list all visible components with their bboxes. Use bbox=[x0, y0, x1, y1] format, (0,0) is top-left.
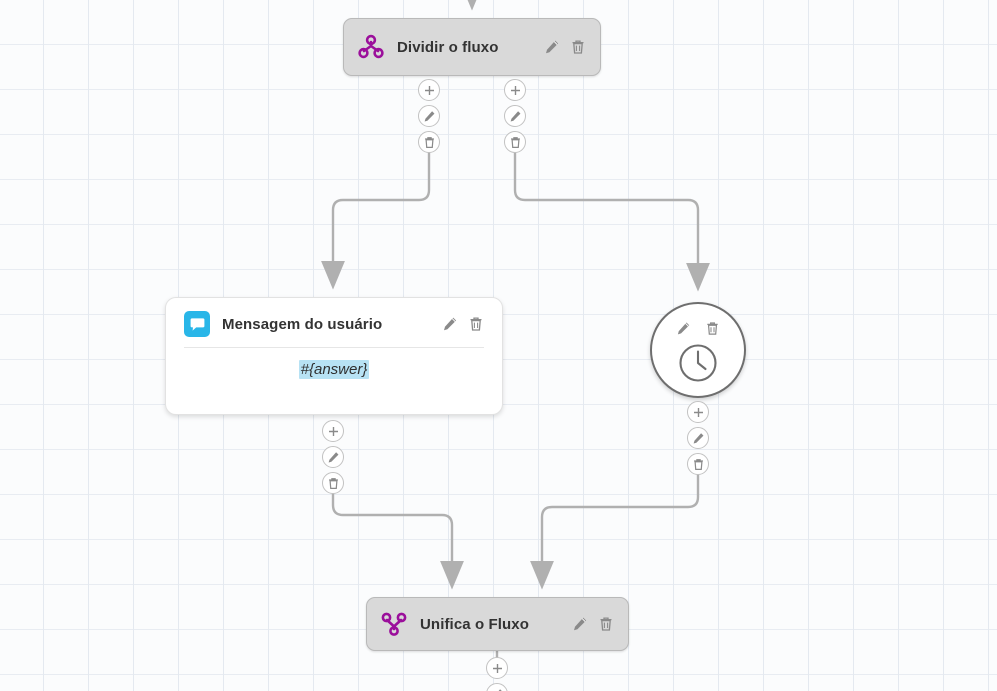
node-split-flow-actions bbox=[543, 39, 586, 56]
pencil-icon[interactable] bbox=[687, 427, 709, 449]
split-flow-icon bbox=[358, 34, 384, 60]
node-delay[interactable] bbox=[650, 302, 746, 398]
add-icon[interactable] bbox=[418, 79, 440, 101]
pencil-icon[interactable] bbox=[675, 320, 692, 337]
variable-chip: #{answer} bbox=[298, 360, 370, 379]
trash-icon[interactable] bbox=[687, 453, 709, 475]
node-user-message-actions bbox=[441, 316, 484, 333]
add-icon[interactable] bbox=[486, 657, 508, 679]
trash-icon[interactable] bbox=[569, 39, 586, 56]
node-user-message-body: #{answer} bbox=[166, 348, 502, 396]
node-delay-actions bbox=[675, 320, 721, 337]
node-merge-flow[interactable]: Unifica o Fluxo bbox=[366, 597, 629, 651]
node-merge-flow-title: Unifica o Fluxo bbox=[420, 615, 530, 633]
add-icon[interactable] bbox=[322, 420, 344, 442]
node-merge-flow-actions bbox=[571, 616, 614, 633]
chat-bubble-icon bbox=[184, 311, 210, 337]
node-user-message[interactable]: Mensagem do usuário bbox=[165, 297, 503, 415]
merge-flow-icon bbox=[381, 611, 407, 637]
pencil-icon[interactable] bbox=[543, 39, 560, 56]
trash-icon[interactable] bbox=[504, 131, 526, 153]
edge-split-to-message bbox=[321, 152, 431, 290]
pencil-icon[interactable] bbox=[486, 683, 508, 691]
divider bbox=[184, 347, 484, 348]
trash-icon[interactable] bbox=[418, 131, 440, 153]
trash-icon[interactable] bbox=[322, 472, 344, 494]
trash-icon[interactable] bbox=[467, 316, 484, 333]
node-user-message-title: Mensagem do usuário bbox=[222, 315, 383, 333]
pencil-icon[interactable] bbox=[504, 105, 526, 127]
pencil-icon[interactable] bbox=[571, 616, 588, 633]
edge-delay-to-merge bbox=[530, 474, 700, 590]
pencil-icon[interactable] bbox=[322, 446, 344, 468]
clock-icon bbox=[677, 342, 719, 389]
trash-icon[interactable] bbox=[704, 320, 721, 337]
node-user-message-header: Mensagem do usuário bbox=[166, 298, 502, 347]
node-split-flow[interactable]: Dividir o fluxo bbox=[343, 18, 601, 76]
pencil-icon[interactable] bbox=[441, 316, 458, 333]
add-icon[interactable] bbox=[687, 401, 709, 423]
edge-split-to-delay bbox=[513, 152, 710, 292]
trash-icon[interactable] bbox=[597, 616, 614, 633]
pencil-icon[interactable] bbox=[418, 105, 440, 127]
add-icon[interactable] bbox=[504, 79, 526, 101]
edge-message-to-merge bbox=[331, 493, 464, 590]
node-split-flow-title: Dividir o fluxo bbox=[397, 38, 499, 56]
